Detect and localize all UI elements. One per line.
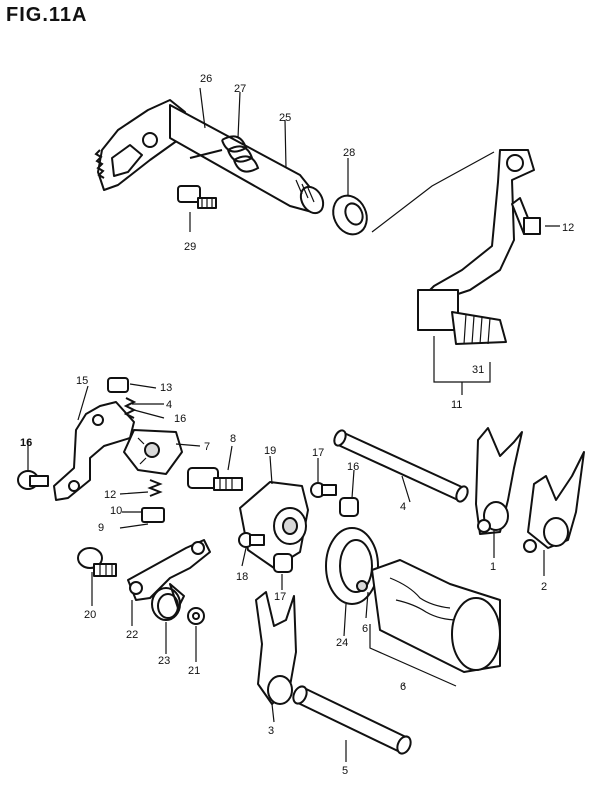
cam-bearing-23 (325, 527, 379, 605)
gearshift-cam (356, 559, 501, 673)
bolt-28 (177, 185, 217, 209)
callout-25: 26 (200, 73, 212, 85)
callout-21: 22 (126, 629, 138, 641)
gearshift-shaft (169, 104, 325, 215)
bolt-31 (511, 197, 541, 235)
spring-22 (151, 587, 181, 621)
oil-seal (332, 194, 368, 236)
gearshift-arm-21 (127, 539, 211, 609)
callout-11: 13 (160, 382, 172, 394)
spring-12-13 (123, 397, 137, 419)
bolt-17-a (310, 482, 337, 498)
callout-29: 11 (451, 399, 462, 411)
callout-22: 23 (158, 655, 170, 667)
bolt-19 (77, 547, 117, 577)
shift-fork-1 (475, 427, 523, 535)
callout-27: 28 (343, 147, 355, 159)
shift-fork-2 (523, 451, 585, 553)
callout-31: 12 (562, 222, 574, 234)
bolt-15 (17, 470, 49, 490)
fork-shaft-5 (292, 685, 412, 755)
cam-stopper-plate (53, 401, 135, 501)
leader-lines-mid (241, 455, 411, 590)
gearshift-lever (417, 149, 535, 345)
leader-lines-lower-left (91, 572, 197, 662)
callout-15: 16 (20, 437, 32, 449)
washer-16-b (273, 553, 293, 573)
spring-13-lower (147, 479, 163, 497)
cam-driven-gear (239, 481, 309, 569)
callout-8: 7 (204, 441, 210, 453)
figure-title: FIG.11A (6, 4, 88, 26)
callout-23: 24 (336, 637, 348, 649)
pin-10 (141, 507, 165, 523)
bolt-9 (187, 467, 243, 491)
callout-28: 29 (184, 241, 196, 253)
fork-shaft-4 (333, 429, 469, 503)
leader-lines-left (27, 383, 233, 529)
bolt-17-b (238, 532, 265, 548)
callout-19: 20 (84, 609, 96, 621)
callout-9: 8 (230, 433, 236, 445)
callout-12-bottom: 10 (110, 505, 122, 517)
leader-lines-top (189, 87, 560, 395)
washer-16-a (339, 497, 359, 517)
washer-20 (187, 607, 205, 625)
callout-10: 9 (98, 522, 104, 534)
cam-stopper-cap-11 (107, 377, 129, 393)
callout-labels: 26 27 25 28 29 12 31 11 15 13 4 16 16 7 … (20, 73, 574, 777)
callout-12-top: 4 (166, 399, 172, 411)
leader-lines-cam (343, 591, 457, 687)
callout-6: 6 (400, 681, 406, 693)
callout-3: 3 (268, 725, 274, 737)
callout-5: 5 (342, 765, 348, 777)
shift-fork-3 (255, 591, 297, 705)
callout-1: 1 (490, 561, 496, 573)
callout-17-top: 17 (312, 447, 324, 459)
callout-13-bottom: 12 (104, 489, 116, 501)
callout-7: 6 (362, 623, 368, 635)
callout-2: 2 (541, 581, 547, 593)
leader-lines-right (493, 530, 545, 576)
leader-lines-bottom (271, 703, 347, 762)
callout-16-bottom: 17 (274, 591, 286, 603)
return-spring (189, 135, 260, 173)
callout-20: 21 (188, 665, 200, 677)
callout-24: 25 (279, 112, 291, 124)
callout-26: 27 (234, 83, 246, 95)
callout-18: 19 (264, 445, 276, 457)
callout-17-bottom: 18 (236, 571, 248, 583)
callout-14: 15 (76, 375, 88, 387)
callout-30: 31 (472, 364, 484, 376)
gearshift-arm-plate (94, 99, 186, 191)
callout-13-top: 16 (174, 413, 186, 425)
callout-4: 4 (400, 501, 406, 513)
cam-stopper-8 (123, 429, 183, 475)
callout-16-top: 16 (347, 461, 359, 473)
